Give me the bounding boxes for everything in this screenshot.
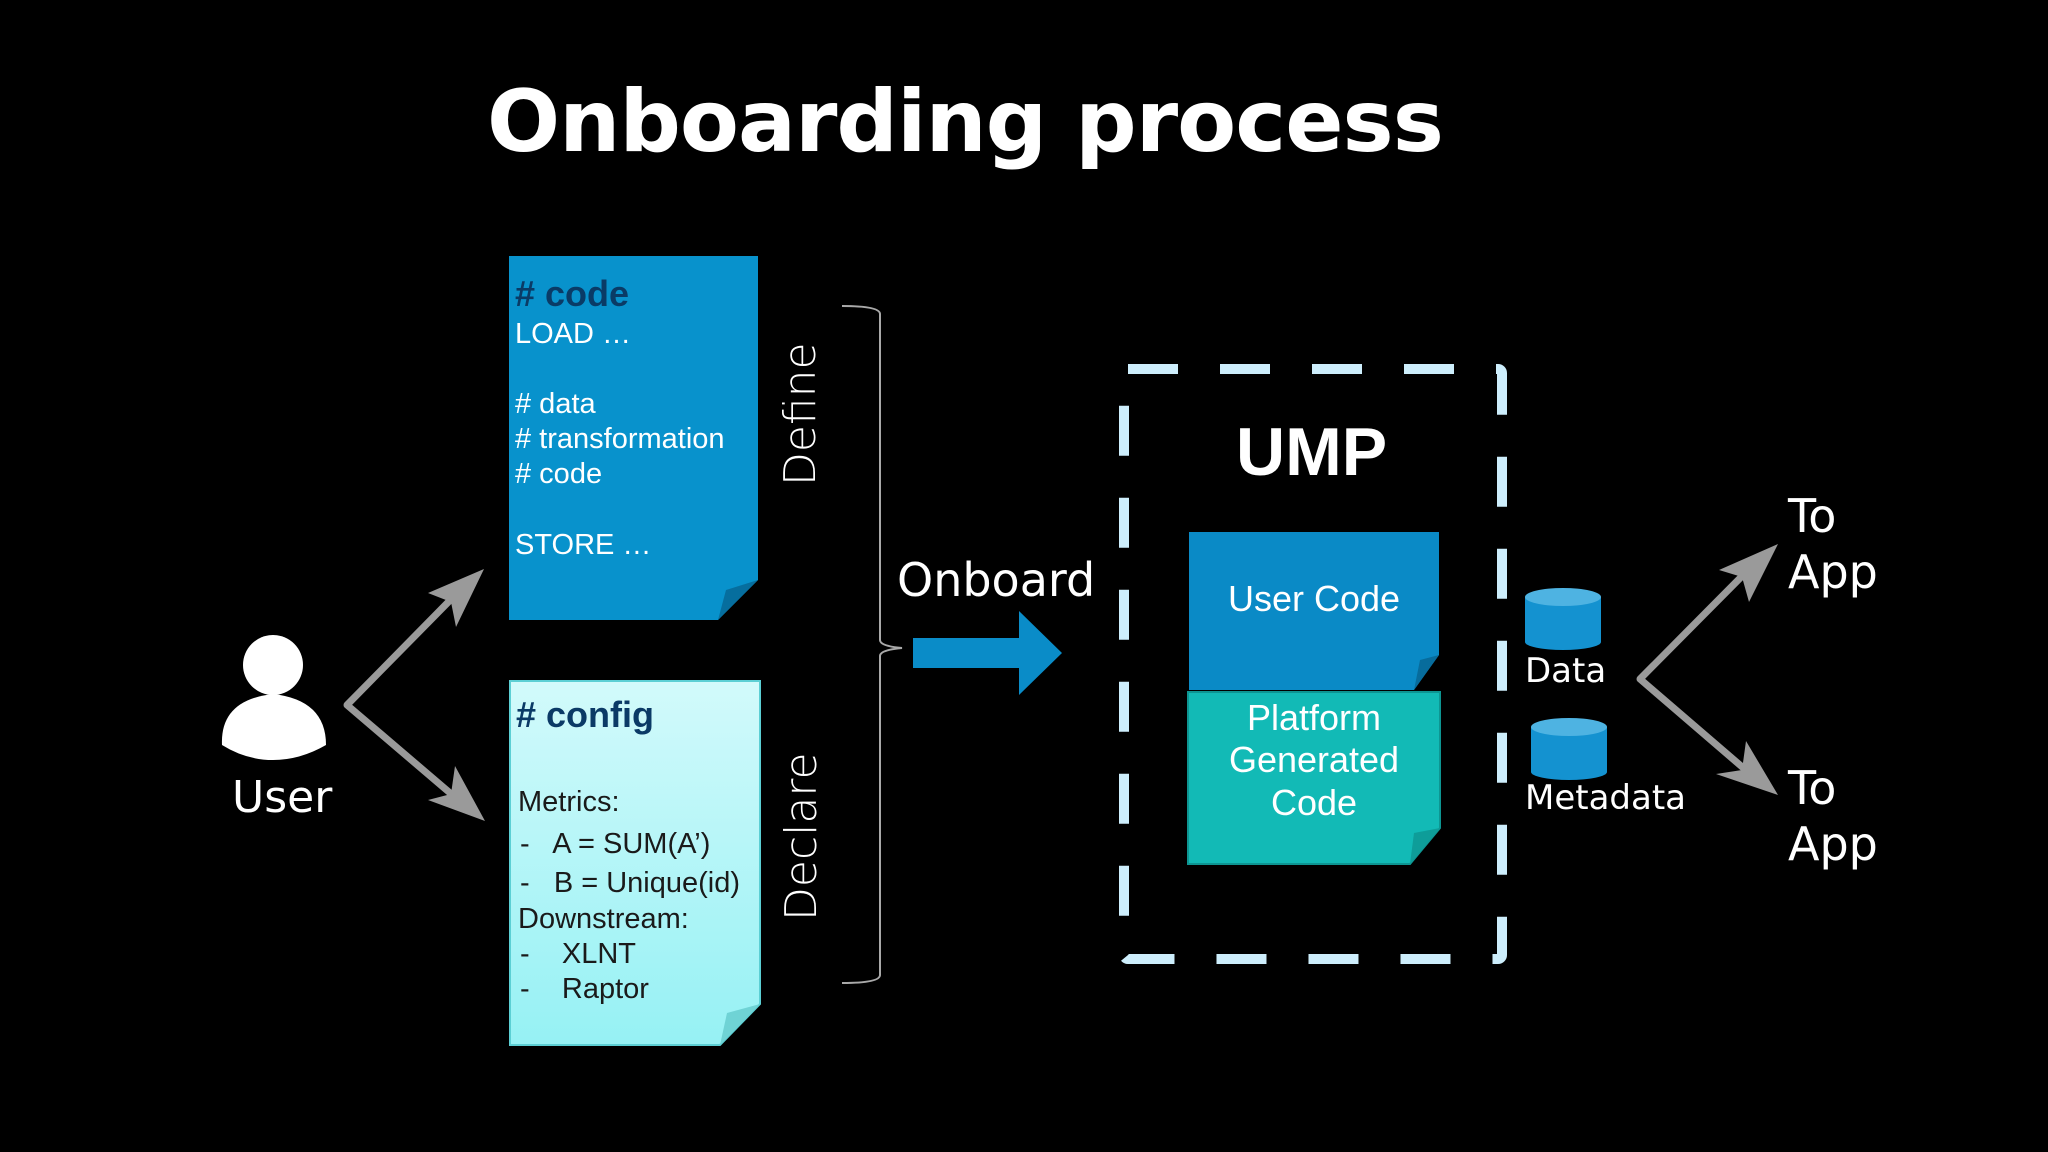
destination-line: App	[1788, 817, 1878, 871]
database-icon	[1531, 718, 1607, 780]
code-note-heading: # code	[515, 273, 630, 314]
ump-container	[1119, 364, 1507, 964]
config-note-line: Downstream:	[518, 903, 689, 935]
user-code-label: User Code	[1227, 578, 1401, 619]
ump-title: UMP	[1236, 414, 1388, 490]
config-note-heading: # config	[516, 694, 655, 735]
data-store-label: Data	[1525, 651, 1607, 691]
config-note	[509, 680, 761, 1046]
platform-code-line: Platform	[1246, 697, 1382, 738]
slide-title: Onboarding process	[487, 72, 1444, 172]
arrowhead-to-app-top	[1719, 544, 1778, 602]
arrowhead-to-code	[428, 569, 484, 627]
destination-line: App	[1788, 545, 1878, 599]
config-note-line: - A = SUM(A’)	[520, 828, 711, 860]
code-note-line: # data	[515, 388, 596, 420]
destination-app-top: To App	[1788, 488, 1878, 600]
app-split-arrows	[1636, 553, 1765, 787]
destination-app-bottom: To App	[1788, 760, 1878, 872]
platform-code-note	[1187, 691, 1441, 865]
arrowhead-to-config	[428, 766, 485, 821]
config-note-line: - B = Unique(id)	[520, 867, 741, 899]
config-note-line: - XLNT	[520, 938, 637, 970]
destination-line: To	[1788, 761, 1837, 815]
define-label: Define	[775, 342, 826, 486]
config-note-line: Metrics:	[518, 786, 620, 818]
destination-line: To	[1788, 489, 1837, 543]
code-note	[509, 256, 758, 620]
platform-code-line: Code	[1270, 781, 1358, 823]
code-note-line: LOAD …	[515, 318, 632, 350]
config-note-line: - Raptor	[520, 973, 649, 1005]
user-label: User	[232, 772, 333, 823]
code-note-line: # code	[515, 458, 603, 490]
user-icon	[221, 635, 326, 760]
user-split-arrows	[343, 577, 473, 813]
platform-code-label: Platform Generated Code	[1188, 697, 1440, 824]
declare-label: Declare	[776, 752, 827, 921]
metadata-store-label: Metadata	[1525, 778, 1687, 818]
grouping-brace	[841, 305, 903, 984]
user-code-note	[1189, 532, 1439, 690]
onboard-arrow	[913, 611, 1062, 695]
platform-code-line: Generated	[1228, 739, 1400, 781]
code-note-line: STORE …	[515, 529, 652, 561]
code-note-line: # transformation	[515, 423, 725, 455]
onboard-label: Onboard	[897, 553, 1096, 607]
arrowhead-to-app-bottom	[1716, 741, 1778, 795]
database-icon	[1525, 588, 1601, 650]
